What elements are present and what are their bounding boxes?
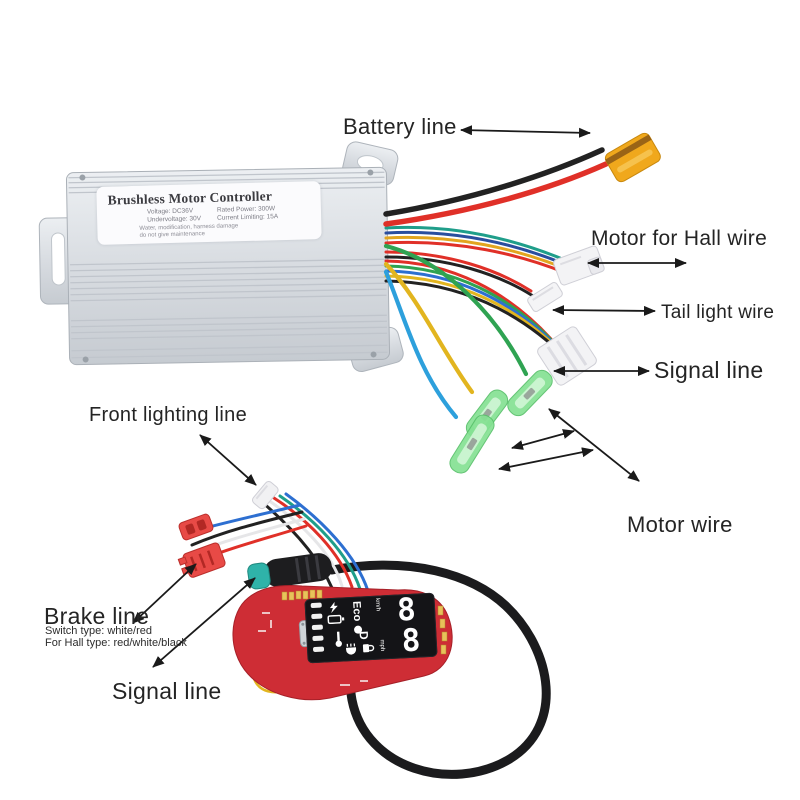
xt60-battery-connector — [604, 132, 661, 183]
eco-mode-label: Eco — [350, 600, 364, 622]
arrow-motor-b — [511, 429, 575, 450]
battery-bar — [311, 624, 324, 631]
arrow-motor-c — [498, 447, 594, 472]
battery-icon — [327, 614, 345, 625]
lightning-icon — [329, 601, 338, 614]
speed-digit-bottom: 8 — [400, 622, 422, 660]
label-signal-line-bottom: Signal line — [112, 678, 222, 704]
label-brake-note-1: Switch type: white/red — [45, 625, 152, 637]
battery-bar — [312, 646, 325, 653]
battery-bar — [310, 602, 322, 609]
motor-bullet-connector-1 — [507, 369, 553, 417]
battery-bar — [311, 613, 323, 620]
battery-bars — [310, 602, 325, 659]
spec-voltage: Voltage: DC36V — [146, 207, 194, 216]
arrow-motor-a — [548, 408, 640, 482]
kmh-unit-label: km/h — [373, 597, 381, 612]
brake-jst-plug-small — [178, 513, 214, 541]
annotation-arrows — [132, 125, 687, 668]
display-panel: Eco D km/h mph 8 8 — [304, 592, 438, 664]
label-brake-note-2: For Hall type: red/white/black — [45, 637, 187, 649]
controller-wires — [383, 147, 609, 420]
arrow-tail-light — [552, 305, 656, 316]
label-motor-wire: Motor wire — [627, 512, 733, 537]
lock-icon — [362, 644, 375, 653]
warning-line-2: do not give maintenance — [139, 231, 206, 239]
controller-fins-bottom — [69, 258, 388, 359]
hall-connector — [553, 245, 605, 286]
pcb-silkscreen — [258, 612, 368, 686]
label-motor-for-hall-wire: Motor for Hall wire — [591, 227, 768, 250]
headlight-icon — [346, 643, 357, 655]
label-signal-line-right: Signal line — [654, 357, 764, 383]
controller-screws — [79, 169, 377, 363]
arrow-battery-line — [460, 125, 591, 138]
spec-current-limiting: Current Limiting: 15A — [217, 213, 279, 222]
label-brake-line: Brake line — [44, 603, 150, 629]
signal-barrel-connector — [247, 553, 332, 590]
controller-box — [38, 141, 404, 373]
thermometer-icon — [335, 631, 342, 647]
motor-bullet-connector-3 — [449, 414, 495, 474]
mph-unit-label: mph — [378, 639, 386, 652]
label-tail-light-wire: Tail light wire — [661, 302, 775, 323]
arrow-signal-bottom — [152, 577, 256, 668]
spec-undervoltage: Undervoltage: 30V — [147, 215, 202, 224]
front-lighting-connector — [252, 481, 279, 510]
battery-bar — [312, 635, 324, 642]
tail-light-connector — [527, 282, 563, 312]
label-front-lighting-line: Front lighting line — [89, 404, 248, 426]
label-battery-line: Battery line — [343, 114, 457, 139]
arrow-front-lighting — [199, 434, 257, 486]
d-mode-label: D — [356, 630, 371, 641]
controller-sticker: Brushless Motor Controller Voltage: DC36… — [96, 181, 322, 245]
